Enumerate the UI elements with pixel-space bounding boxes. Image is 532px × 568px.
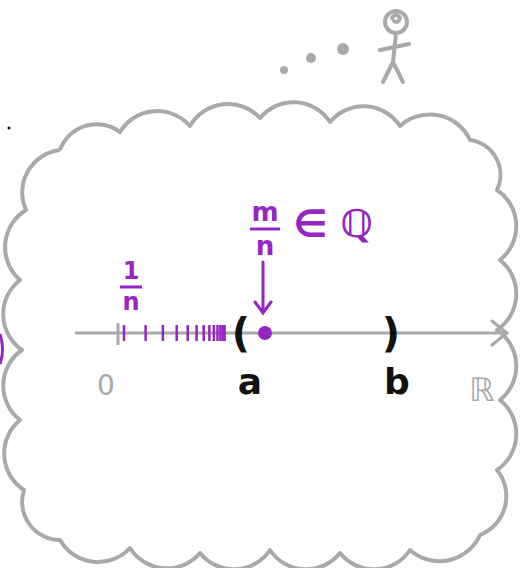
set-membership: ∈ ℚ xyxy=(293,205,373,243)
sequence-tick xyxy=(195,325,198,341)
axis-label: ℝ xyxy=(469,374,494,406)
sequence-tick xyxy=(175,325,178,341)
endpoint-label: a xyxy=(238,364,262,400)
rational-point xyxy=(258,326,272,340)
fraction-numerator: 1 xyxy=(123,259,140,283)
stray-mark xyxy=(0,334,3,364)
number-line xyxy=(75,332,506,335)
axis-arrowhead xyxy=(492,321,507,345)
sequence-tick xyxy=(216,325,219,341)
sequence-tick xyxy=(202,325,205,341)
thought-cloud xyxy=(3,102,516,568)
thought-bubble xyxy=(306,53,316,63)
axis-label: 0 xyxy=(97,372,115,400)
sequence-tick xyxy=(162,325,165,341)
thought-bubble xyxy=(337,43,349,55)
fraction-denominator: n xyxy=(122,290,139,314)
endpoint-label: b xyxy=(384,364,410,400)
sequence-tick xyxy=(187,325,190,341)
sequence-tick xyxy=(219,325,222,341)
interval-bracket: ) xyxy=(382,313,400,353)
fraction-bar xyxy=(250,228,280,231)
sequence-tick xyxy=(213,325,216,341)
sequence-ticks xyxy=(124,325,225,341)
fraction-denominator: n xyxy=(256,233,275,259)
zero-tick xyxy=(117,323,120,345)
sequence-tick xyxy=(144,325,147,341)
sequence-tick xyxy=(123,325,126,341)
sequence-tick xyxy=(223,325,226,341)
sequence-tick xyxy=(208,325,211,341)
interval-bracket: ( xyxy=(232,313,250,353)
fraction-bar xyxy=(120,286,142,289)
pointer-arrow xyxy=(255,262,271,313)
sequence-tick xyxy=(221,325,224,341)
fraction-numerator: m xyxy=(251,199,278,225)
stray-dot xyxy=(8,127,11,130)
stick-figure xyxy=(380,11,409,82)
thought-bubble xyxy=(280,66,288,74)
